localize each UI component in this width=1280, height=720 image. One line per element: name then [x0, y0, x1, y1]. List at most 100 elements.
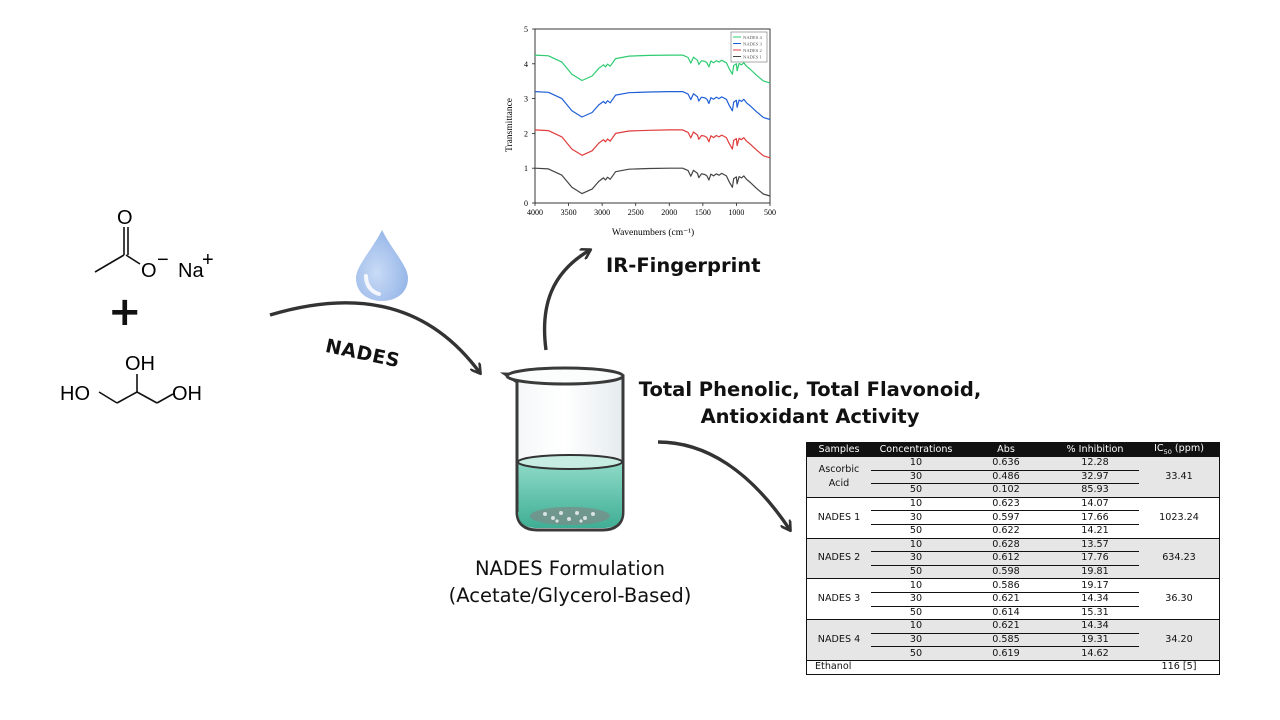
- inhibition-cell: 32.97: [1051, 469, 1139, 484]
- abs-cell: 0.619: [961, 646, 1051, 661]
- glycerol-oh-right: OH: [172, 383, 202, 405]
- sample-name-cell: NADES 4: [807, 619, 871, 661]
- ir-plot-frame: [534, 28, 771, 204]
- ic50-cell: 36.30: [1139, 578, 1219, 620]
- ic50-cell: 33.41: [1139, 456, 1219, 498]
- ir-arrow: [542, 250, 590, 351]
- x-tick-label: 3500: [561, 208, 577, 217]
- y-tick-label: 5: [524, 25, 528, 34]
- legend-entry: NADES 4: [743, 35, 762, 40]
- ir-series-line-nades-1: [534, 167, 771, 197]
- ir-x-axis-label: Wavenumbers (cm⁻¹): [612, 227, 694, 238]
- assay-arrow: [657, 440, 790, 530]
- sodium-cation: Na: [178, 260, 204, 282]
- abs-cell: 0.102: [961, 483, 1051, 498]
- x-tick-label: 1000: [728, 208, 744, 217]
- sample-name-cell: NADES 3: [807, 578, 871, 620]
- sample-name-cell: Ascorbic Acid: [807, 456, 871, 498]
- y-tick-label: 0: [524, 199, 528, 208]
- beaker-caption-line2: (Acetate/Glycerol-Based): [448, 584, 692, 607]
- ic50-cell: 634.23: [1139, 537, 1219, 579]
- assay-label-line2: Antioxidant Activity: [700, 405, 920, 428]
- inhibition-cell: 14.21: [1051, 523, 1139, 539]
- abs-cell: 0.623: [961, 496, 1051, 511]
- glycerol-ho-left: HO: [60, 383, 90, 405]
- x-tick-label: 4000: [527, 208, 543, 217]
- beaker-icon: [499, 366, 625, 532]
- concentration-cell: 50: [871, 564, 961, 579]
- concentration-cell: 50: [871, 646, 961, 661]
- inhibition-cell: 19.31: [1051, 632, 1139, 647]
- acetate-charge: −: [157, 249, 169, 271]
- header-ic50-unit: (ppm): [1171, 443, 1204, 455]
- ic50-cell: 1023.24: [1139, 496, 1219, 539]
- y-tick-label: 3: [524, 95, 528, 104]
- y-tick-label: 2: [524, 129, 528, 138]
- abs-cell: 0.585: [961, 632, 1051, 647]
- inhibition-cell: 14.34: [1051, 591, 1139, 607]
- ir-y-axis-label: Transmittance: [505, 98, 515, 152]
- header-ic50: IC50 (ppm): [1139, 443, 1219, 457]
- inhibition-cell: 17.76: [1051, 551, 1139, 566]
- y-tick-label: 4: [524, 60, 528, 69]
- concentration-cell: 30: [871, 632, 961, 647]
- sodium-acetate-structure: O O − Na +: [94, 207, 214, 282]
- sample-name-cell: NADES 2: [807, 537, 871, 579]
- concentration-cell: 10: [871, 537, 961, 552]
- abs-cell: 0.597: [961, 510, 1051, 525]
- abs-cell: 0.586: [961, 578, 1051, 593]
- inhibition-cell: 19.81: [1051, 564, 1139, 579]
- abs-cell: 0.598: [961, 564, 1051, 579]
- y-tick-label: 1: [524, 164, 528, 173]
- ic50-cell: 34.20: [1139, 619, 1219, 661]
- acetate-anion-oxygen: O: [141, 260, 157, 282]
- beaker-caption: NADES Formulation (Acetate/Glycerol-Base…: [420, 555, 720, 609]
- footer-sample-cell: Ethanol: [807, 659, 1139, 674]
- glycerol-oh-top: OH: [125, 353, 155, 375]
- sodium-charge: +: [202, 249, 214, 271]
- plus-sign: +: [108, 289, 142, 335]
- concentration-cell: 10: [871, 496, 961, 511]
- inhibition-cell: 14.34: [1051, 619, 1139, 634]
- concentration-cell: 10: [871, 619, 961, 634]
- inhibition-cell: 14.07: [1051, 496, 1139, 511]
- x-tick-label: 500: [764, 208, 776, 217]
- x-tick-label: 3000: [594, 208, 610, 217]
- x-tick-label: 2000: [661, 208, 677, 217]
- header-ic50-sub: 50: [1163, 447, 1172, 456]
- inhibition-cell: 19.17: [1051, 578, 1139, 593]
- concentration-cell: 50: [871, 605, 961, 620]
- abs-cell: 0.622: [961, 523, 1051, 539]
- x-tick-label: 2500: [628, 208, 644, 217]
- ir-fingerprint-label: IR-Fingerprint: [606, 254, 761, 277]
- inhibition-cell: 15.31: [1051, 605, 1139, 620]
- inhibition-cell: 17.66: [1051, 510, 1139, 525]
- table-header-row: Samples Concentrations Abs % Inhibition …: [807, 443, 1219, 457]
- inhibition-cell: 12.28: [1051, 456, 1139, 471]
- legend-entry: NADES 1: [743, 55, 762, 60]
- concentration-cell: 30: [871, 469, 961, 484]
- assay-label: Total Phenolic, Total Flavonoid, Antioxi…: [600, 376, 1020, 430]
- header-samples: Samples: [807, 443, 871, 457]
- sample-name-cell: NADES 1: [807, 496, 871, 539]
- legend-entry: NADES 3: [743, 42, 762, 47]
- nades-arrow: [269, 301, 480, 373]
- abs-cell: 0.636: [961, 456, 1051, 471]
- concentration-cell: 50: [871, 483, 961, 498]
- droplet-icon: [356, 230, 408, 301]
- concentration-cell: 30: [871, 591, 961, 607]
- abs-cell: 0.486: [961, 469, 1051, 484]
- concentration-cell: 50: [871, 523, 961, 539]
